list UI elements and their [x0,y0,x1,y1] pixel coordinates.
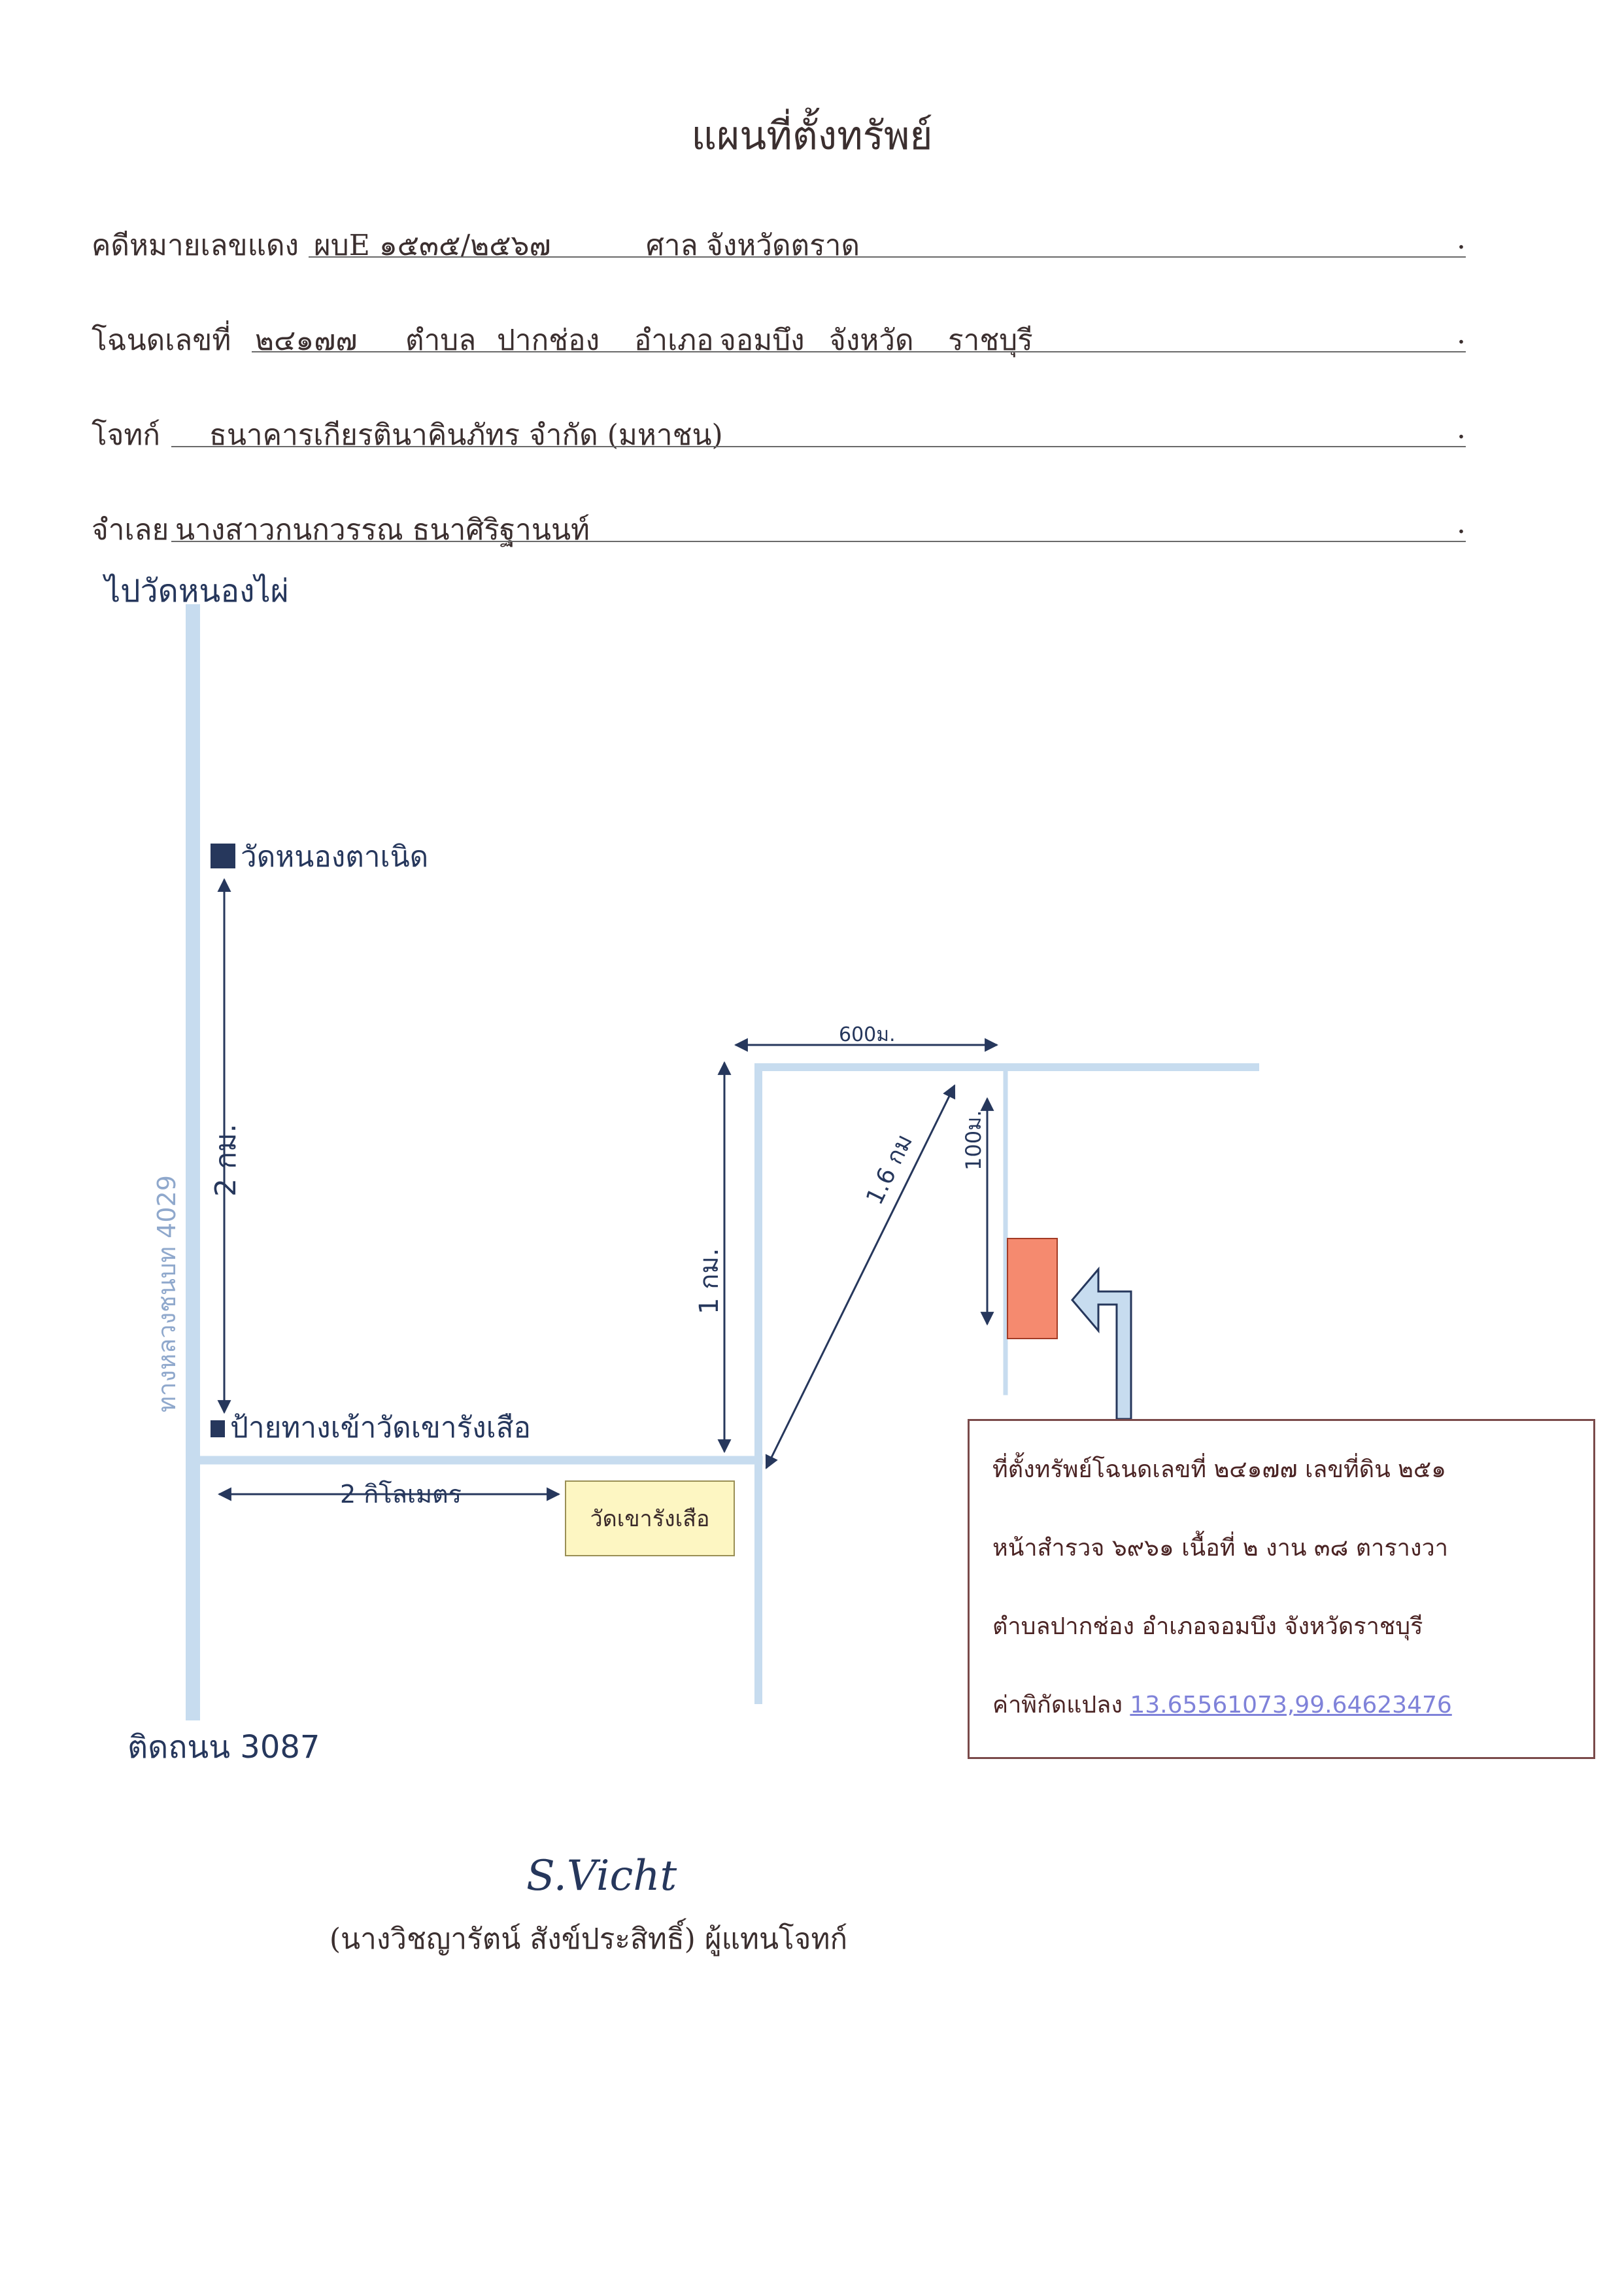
coord-link[interactable]: 13.65561073,99.64623476 [1130,1692,1452,1718]
distance-horizontal-label: 2 กิโลเมตร [340,1480,462,1509]
landmark-1-label: วัดหนองตาเนิด [241,840,428,874]
coord-label: ค่าพิกัดแปลง [992,1692,1123,1718]
defendant-underline [171,541,1466,542]
highway-label: ทางหลวงชนบท 4029 [152,1175,181,1412]
deed-underline [252,351,1466,352]
pointer-arrow [1071,1266,1132,1420]
property-info-box: ที่ตั้งทรัพย์โฉนดเลขที่ ๒๔๑๗๗ เลขที่ดิน … [968,1419,1595,1759]
info-line-1: ที่ตั้งทรัพย์โฉนดเลขที่ ๒๔๑๗๗ เลขที่ดิน … [992,1456,1446,1483]
arrow-diagonal [765,1084,956,1469]
distance-vertical-label: 2 กม. [209,1123,243,1197]
case-label: คดีหมายเลขแดง [92,229,299,262]
temple-box: วัดเขารังเสือ [565,1480,735,1556]
defendant-label: จำเลย [92,513,169,547]
landmark-2-marker [211,1420,225,1437]
plaintiff-underline [171,446,1466,447]
landmark-1-marker [211,844,235,868]
distance-600m-label: 600ม. [839,1023,896,1046]
top-destination-label: ไปวัดหนองไผ่ [102,573,289,609]
dimension-arrows [217,878,999,1501]
deed-label: โฉนดเลขที่ [92,324,231,357]
page-title: แผนที่ตั้งทรัพย์ [691,113,933,159]
info-line-2: หน้าสำรวจ ๖๙๖๑ เนื้อที่ ๒ งาน ๓๘ ตารางวา [992,1535,1448,1562]
distance-100m-label: 100ม. [961,1110,986,1171]
signature-name: (นางวิชญารัตน์ สังข์ประสิทธิ์) ผู้แทนโจท… [329,1923,848,1956]
case-underline [309,256,1466,258]
distance-1km-label: 1 กม. [694,1248,724,1314]
plaintiff-label: โจทก์ [92,419,161,452]
bottom-destination-label: ติดถนน 3087 [127,1729,320,1766]
info-line-3: ตำบลปากช่อง อำเภอจอมบึง จังหวัดราชบุรี [992,1613,1423,1640]
property-plot [1007,1238,1058,1339]
distance-diagonal-label: 1.6 กม [861,1130,918,1209]
signature-scrawl: S.Vicht [526,1852,677,1900]
landmark-2-label: ป้ายทางเข้าวัดเขารังเสือ [230,1411,531,1444]
info-line-4: ค่าพิกัดแปลง 13.65561073,99.64623476 [992,1686,1452,1723]
roads [186,604,1259,1720]
